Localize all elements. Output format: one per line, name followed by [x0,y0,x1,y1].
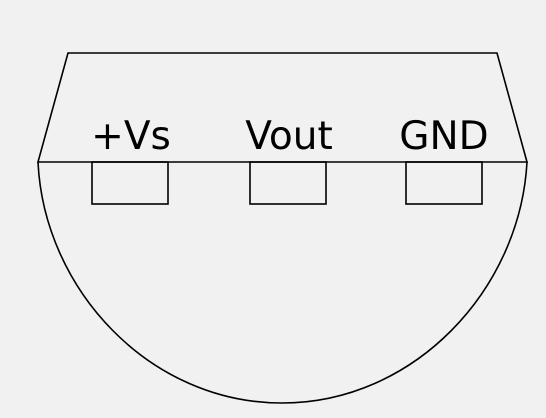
package-flat-top [36,52,529,163]
pin-vs: +Vs [91,114,171,205]
package-rounded-body [37,161,528,404]
pin-label-gnd: GND [399,114,488,159]
pin-label-vs: +Vs [91,114,171,159]
pin-vout: Vout [245,114,333,205]
pin-pad-gnd [405,161,483,205]
pin-label-vout: Vout [245,114,333,159]
pin-pad-vout [249,161,327,205]
pin-gnd: GND [399,114,489,205]
pin-pad-vs [91,161,169,205]
